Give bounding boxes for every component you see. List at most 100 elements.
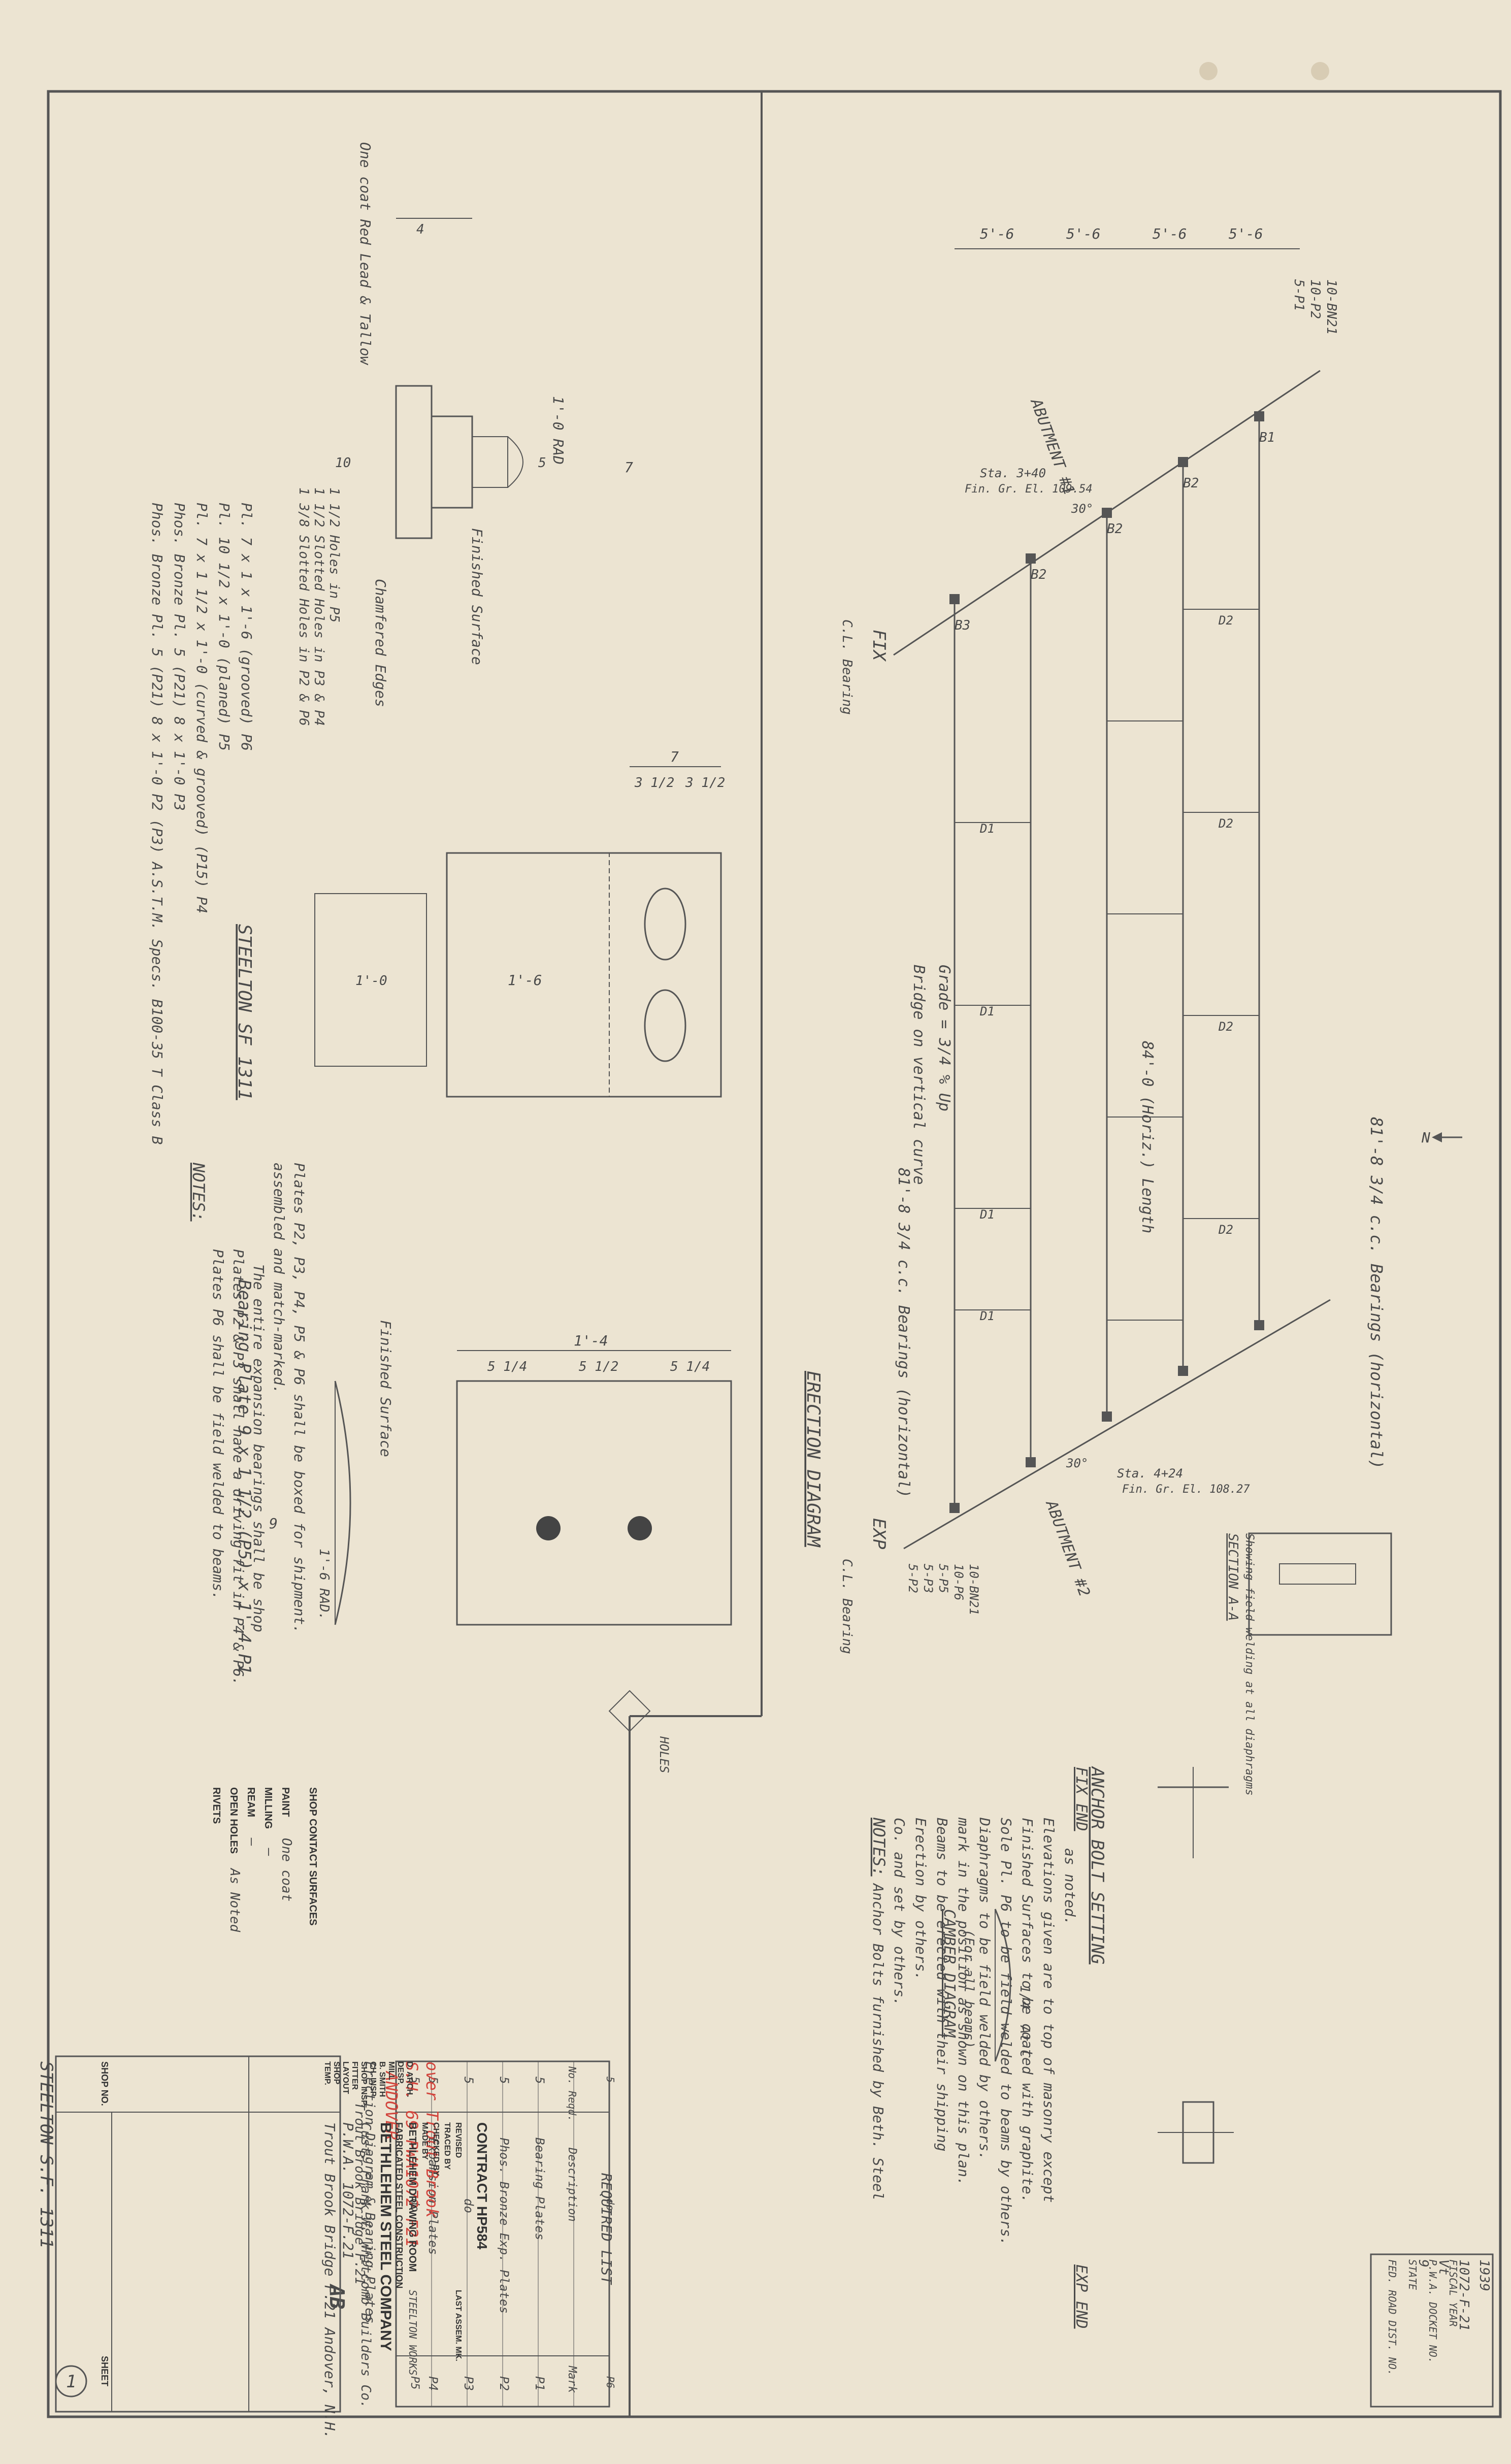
req-row: 5 Bearing Plates P1	[533, 2077, 547, 2391]
anchor-title: ANCHOR BOLT SETTING	[1087, 1766, 1107, 1964]
ream-value: —	[244, 1837, 259, 1846]
note-line: Anchor Bolts furnished by Beth. Steel	[870, 1883, 886, 2200]
tb-company: BETHLEHEM STEEL COMPANY	[377, 2122, 394, 2351]
tb-row: TRACED BY	[443, 2122, 451, 2170]
note-line: Sole Pl. P6 to be field welded to beams …	[998, 1818, 1014, 2246]
fed-road-block: FED. ROAD DIST. NO. 9 STATE Vt P.W.A. DO…	[1370, 2253, 1494, 2408]
exp-end-label: EXP END	[1072, 2264, 1090, 2328]
svg-text:do: do	[604, 2198, 616, 2211]
camber-value: 1/4	[1017, 1985, 1032, 2009]
finish-grade-1: Fin. Gr. El. 109.54	[965, 483, 1093, 496]
p1-finished-surface: Finished Surface	[377, 1320, 394, 1457]
spacing-dim: 5'-6	[1229, 225, 1263, 242]
tb-contract: CONTRACT HP584	[474, 2122, 490, 2250]
tb-bridge: Trout Brook Bridge F.21	[352, 2102, 367, 2285]
plate-list-bottom: 10-P6	[951, 1564, 966, 1600]
svg-text:Phos. Bronze Exp. Plates: Phos. Bronze Exp. Plates	[497, 2138, 511, 2314]
notes-expansion: NOTES: Plates P6 shall be field welded t…	[189, 1162, 308, 1686]
plate-dim: 5 1/4	[670, 1359, 710, 1374]
paint-value: One coat	[279, 1838, 294, 1901]
materials-list: Phos. Bronze Pl. 5 (P21) 8 x 1'-0 P2 (P3…	[149, 503, 255, 1144]
material-line: Pl. 7 x 1 1/2 x 1'-0 (curved & grooved) …	[193, 503, 210, 913]
diaphragm-mark: D1	[979, 1207, 995, 1222]
svg-text:P4: P4	[426, 2376, 440, 2391]
fed-value: Vt	[1436, 2259, 1451, 2275]
notes2-line: Plates P2, P3, P4, P5 & P6 shall be boxe…	[291, 1163, 308, 1633]
length-label: 84'-0 (Horiz.) Length	[1138, 1041, 1156, 1233]
finish-grade-2: Fin. Gr. El. 108.27	[1122, 1483, 1250, 1496]
bearing-centerline: C.L. Bearing	[839, 1559, 855, 1654]
tb-row: LAST ASSEM. MK.	[454, 2290, 463, 2361]
material-line: Pl. 7 x 1 x 1'-6 (grooved) P6	[238, 503, 255, 751]
plan-dim: 3 1/2	[685, 775, 725, 791]
fed-header: STATE	[1406, 2259, 1419, 2290]
note-line: Beams to be erected with their shipping	[934, 1818, 950, 2151]
svg-text:5: 5	[497, 2077, 511, 2084]
spacing-dim: 5'-6	[1153, 225, 1187, 242]
required-list-title: REQUIRED LIST	[598, 2173, 615, 2285]
beam-mark: B3	[955, 618, 970, 633]
binder-hole	[1199, 62, 1218, 80]
beam-mark: B2	[1183, 476, 1199, 491]
dim-label: 5	[538, 455, 546, 471]
notes2-heading: NOTES:	[189, 1162, 208, 1222]
note-line: Diaphragms to be field welded by others.	[976, 1817, 993, 2160]
material-line: Pl. 10 1/2 x 1'-0 (planed) P5	[216, 503, 233, 751]
holes-label: HOLES	[657, 1736, 671, 1773]
station-2: Sta. 4+24	[1117, 1466, 1183, 1481]
req-col-header: No. Reqd.	[566, 2066, 578, 2121]
abutment-line	[903, 1299, 1331, 1550]
tb-row: CHECKED BY	[432, 2122, 440, 2176]
grade-note: Bridge on vertical curve	[910, 965, 928, 1185]
red-note: ANDOVER	[382, 2071, 401, 2140]
radius-note: 1'-0 RAD	[550, 396, 567, 465]
open-holes-value: As Noted	[227, 1867, 242, 1932]
open-holes-label: OPEN HOLES	[228, 1787, 239, 1854]
tb-label: CH. INSP.	[369, 2061, 377, 2098]
tb-label: SHOP INSP.	[359, 2061, 368, 2107]
tb-label: D. ARCH.	[405, 2061, 414, 2097]
tb-label: LAYOUT	[341, 2061, 350, 2094]
spacing-dim: 5'-6	[980, 225, 1014, 242]
tb-drawing: Erection Diagram & Bearing Plates	[362, 2061, 377, 2324]
tb-project: Trout Brook Bridge F.21 Andover, N.H.	[321, 2122, 338, 2439]
rivets-label: RIVETS	[211, 1787, 222, 1824]
holes-p5-note: 1 1/2 Holes in P5	[326, 487, 342, 622]
camber-title: CAMBER DIAGRAM	[940, 1909, 958, 2038]
diaphragm-mark: D1	[979, 1309, 995, 1323]
plate-list-top: 10-P2	[1307, 279, 1323, 319]
tb-customer: Cust: Frank W. Whitcomb Builders Co.	[358, 2122, 373, 2409]
span-label: 81'-8 3/4 c.c. Bearings (horizontal)	[895, 1168, 912, 1498]
plate-list-bottom: 5-P5	[936, 1564, 950, 1593]
expansion-bearing-detail: One coat Red Lead & Tallow Finished Surf…	[296, 142, 633, 726]
tb-row: REVISED	[454, 2122, 463, 2158]
material-line: Phos. Bronze Pl. 5 (P21) 8 x 1'-0 P3	[171, 503, 188, 811]
slotted-p2p6-note: 1 3/8 Slotted Holes in P2 & P6	[296, 487, 311, 726]
section-title: SECTION A-A	[1225, 1533, 1240, 1621]
plate-list-bottom: 5-P2	[906, 1564, 920, 1593]
fed-value: 9	[1416, 2259, 1431, 2268]
red-note: over Trout Brook	[422, 2061, 442, 2218]
bolt-hole-icon	[628, 1516, 652, 1540]
tb-sheet: SHEET	[100, 2356, 110, 2386]
skew-angle: 30°	[1071, 502, 1093, 516]
erection-diagram: 5'-6 5'-6 5'-6 5'-6	[803, 225, 1462, 1654]
note-line: Erection by others.	[912, 1818, 929, 1980]
plan-dim: 1'-0	[355, 973, 387, 989]
diaphragm-mark: D2	[1218, 1223, 1233, 1237]
p1-radius: 1'-6 RAD.	[316, 1549, 332, 1620]
svg-text:Bearing Plates: Bearing Plates	[533, 2138, 547, 2240]
svg-text:P3: P3	[462, 2376, 476, 2391]
red-note: S.H. 69 PWA1072 F21	[402, 2061, 421, 2247]
slotted-p3p4-note: 1 1/2 Slotted Holes in P3 & P4	[311, 487, 326, 726]
plate-dim: 9	[269, 1515, 278, 1532]
tb-sheet-no: 1	[66, 2372, 76, 2392]
finished-surface-note: Finished Surface	[469, 528, 485, 665]
plate-dim: 1'-4	[574, 1332, 608, 1349]
dim-label: 10	[335, 455, 351, 471]
tb-label: FITTER	[350, 2061, 359, 2090]
notes2-line: The entire expansion bearings shall be s…	[250, 1264, 267, 1632]
tb-works: STEELTON WORKS	[407, 2290, 419, 2376]
span-label-top: 81'-8 3/4 c.c. Bearings (horizontal)	[1367, 1117, 1386, 1469]
bearing-plate-title: Bearing Plate 9 x 1 1/2 (P5) x 1'-4 P1	[234, 1279, 254, 1674]
